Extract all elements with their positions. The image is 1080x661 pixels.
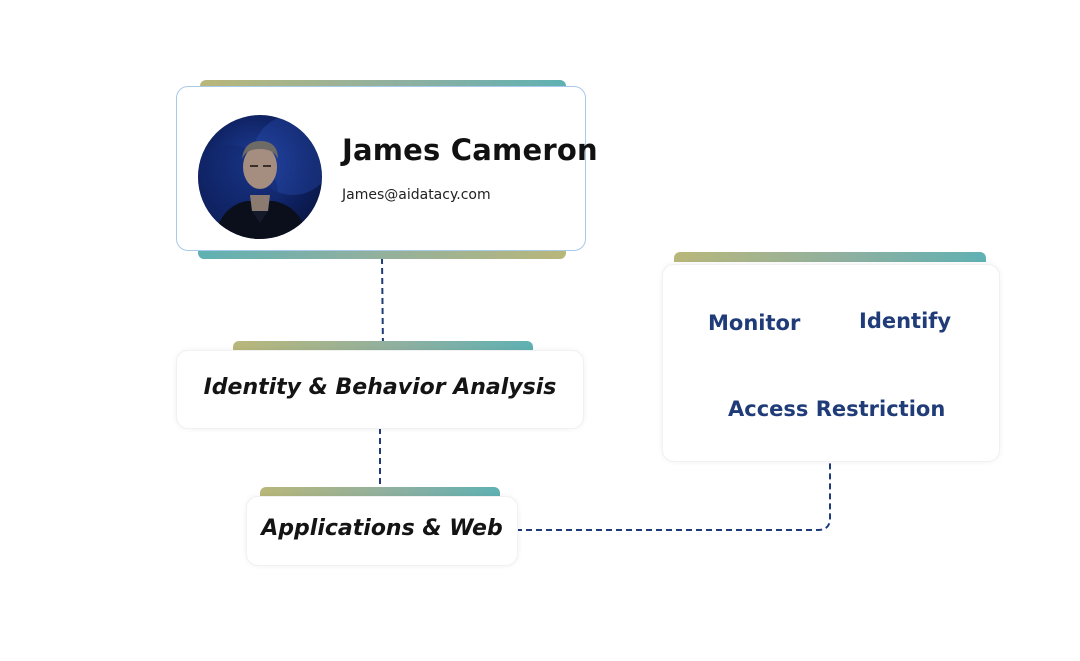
feature-access-restriction: Access Restriction bbox=[728, 397, 946, 421]
profile-bottom-accent bbox=[198, 249, 566, 259]
features-top-accent bbox=[674, 252, 986, 262]
features-card[interactable]: Monitor Identify Access Restriction bbox=[662, 264, 1000, 462]
analysis-node[interactable]: Identity & Behavior Analysis bbox=[176, 350, 584, 429]
profile-card[interactable]: James Cameron James@aidatacy.com bbox=[176, 86, 598, 251]
profile-top-accent bbox=[200, 80, 566, 90]
analysis-top-accent bbox=[233, 341, 533, 351]
person-name: James Cameron bbox=[342, 133, 598, 167]
connector-apps-features bbox=[516, 460, 831, 531]
person-email: James@aidatacy.com bbox=[342, 187, 491, 203]
connector-profile-analysis bbox=[381, 257, 384, 351]
apps-label: Applications & Web bbox=[261, 516, 503, 541]
analysis-label: Identity & Behavior Analysis bbox=[203, 375, 557, 400]
apps-node[interactable]: Applications & Web bbox=[246, 496, 518, 566]
apps-top-accent bbox=[260, 487, 500, 497]
person-photo-icon bbox=[198, 115, 322, 239]
feature-identify: Identify bbox=[859, 309, 952, 333]
feature-monitor: Monitor bbox=[708, 311, 801, 335]
avatar bbox=[198, 115, 322, 239]
